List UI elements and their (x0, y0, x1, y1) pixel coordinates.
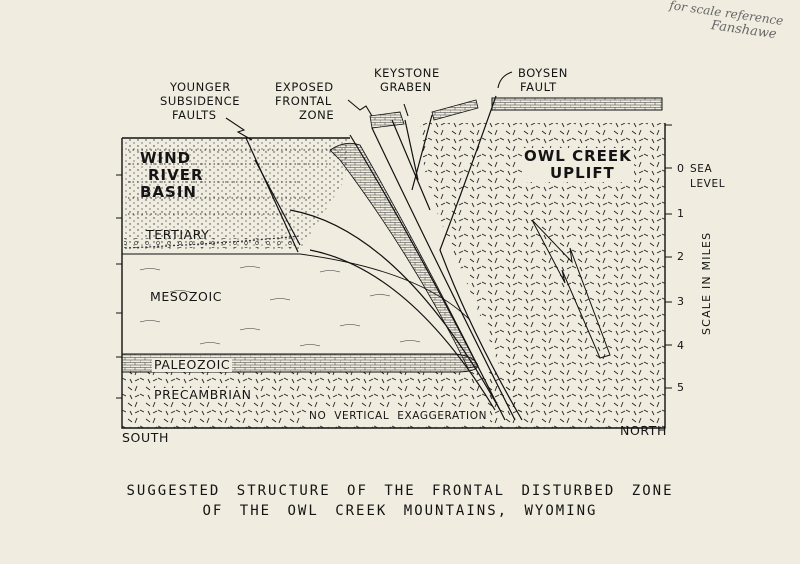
wind-river-basin-line-3: BASIN (140, 183, 197, 201)
north-label: NORTH (620, 423, 668, 438)
younger-subsidence-line-2: SUBSIDENCE (160, 94, 241, 108)
exposed-frontal-line-3: ZONE (299, 108, 335, 122)
south-label: SOUTH (122, 430, 169, 445)
keystone-graben-line-2: GRABEN (380, 80, 432, 94)
scale-tick-4: 4 (677, 339, 684, 352)
tertiary-basin-fill (122, 138, 350, 250)
wind-river-basin-line-2: RIVER (148, 166, 204, 184)
younger-subsidence-faults-label: YOUNGER SUBSIDENCE FAULTS (160, 80, 240, 122)
sea-level-label: SEA LEVEL (690, 162, 725, 192)
scale-tick-3: 3 (677, 295, 684, 308)
scale-tick-5: 5 (677, 381, 684, 394)
boysen-fault-line-2: FAULT (520, 80, 557, 94)
paleozoic-label: PALEOZOIC (152, 357, 233, 372)
fault-lines (245, 95, 523, 421)
uplift-cap (491, 97, 663, 111)
wind-river-basin-line-1: WIND (140, 149, 192, 167)
exposed-frontal-line-1: EXPOSED (275, 80, 334, 94)
wind-river-basin-label: WIND RIVER BASIN (140, 150, 204, 201)
tertiary-label: TERTIARY (146, 227, 210, 242)
sea-level-line-1: SEA (690, 163, 713, 175)
owl-creek-uplift (420, 123, 665, 428)
caption-line-2: OF THE OWL CREEK MOUNTAINS, WYOMING (202, 503, 598, 519)
younger-subsidence-line-1: YOUNGER (170, 80, 231, 94)
boysen-fault-line-1: BOYSEN (518, 66, 568, 80)
keystone-graben-label: KEYSTONE GRABEN (374, 66, 440, 94)
owl-creek-uplift-line-2: UPLIFT (550, 164, 615, 182)
scale-tick-0: 0 (677, 162, 684, 175)
uplift-motion-arrow (531, 219, 611, 359)
scale-tick-2: 2 (677, 250, 684, 263)
younger-subsidence-line-3: FAULTS (172, 108, 217, 122)
tertiary-circle-band (124, 238, 294, 248)
caption-line-1: SUGGESTED STRUCTURE OF THE FRONTAL DISTU… (126, 483, 674, 499)
left-axis-ticks (116, 174, 122, 399)
callout-arrows (225, 71, 513, 141)
owl-creek-uplift-line-1: OWL CREEK (524, 147, 632, 165)
right-scale-ticks (665, 124, 672, 389)
mesozoic-wavy-lines (139, 266, 421, 347)
scale-in-miles-label: SCALE IN MILES (700, 231, 713, 335)
exposed-frontal-zone-label: EXPOSED FRONTAL ZONE (275, 80, 334, 122)
owl-creek-uplift-label: OWL CREEK UPLIFT (522, 148, 634, 182)
boysen-fault-label: BOYSEN FAULT (518, 66, 568, 94)
keystone-graben-line-1: KEYSTONE (374, 66, 440, 80)
no-vertical-exaggeration-note: NO VERTICAL EXAGGERATION (306, 409, 491, 423)
mesozoic-label: MESOZOIC (150, 289, 223, 304)
scale-tick-1: 1 (677, 207, 684, 220)
sea-level-line-2: LEVEL (690, 178, 726, 190)
frontal-fold-bands (329, 142, 479, 369)
exposed-frontal-line-2: FRONTAL (275, 94, 332, 108)
precambrian-label: PRECAMBRIAN (152, 387, 254, 402)
